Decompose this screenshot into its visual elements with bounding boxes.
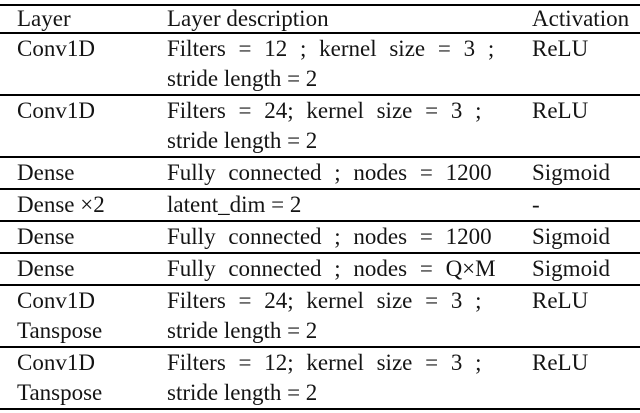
activation-value: ReLU	[532, 98, 589, 123]
layer-description-line1: Filters = 24; kernel size = 3 ;	[167, 98, 482, 123]
layer-name-line2: Tanspose	[17, 318, 103, 343]
layer-name-line2: Tanspose	[17, 380, 103, 405]
layer-description-line1: Fully connected ; nodes = 1200	[167, 160, 492, 185]
layer-description-line2: stride length = 2	[167, 380, 318, 405]
table-row: Conv1D Filters = 24; kernel size = 3 ; s…	[0, 94, 640, 156]
layer-description-line1: Filters = 12 ; kernel size = 3 ;	[167, 36, 495, 61]
layer-name: Conv1D	[17, 288, 95, 313]
layer-description-line1: Fully connected ; nodes = Q×M	[167, 256, 496, 281]
layer-description-line1: latent_dim = 2	[167, 192, 302, 217]
table-row: Conv1D Filters = 12 ; kernel size = 3 ; …	[0, 32, 640, 94]
layers-table: Layer Layer description Activation Conv1…	[0, 4, 640, 410]
layer-name: Dense	[17, 256, 75, 281]
layer-description-line1: Fully connected ; nodes = 1200	[167, 224, 492, 249]
activation-value: ReLU	[532, 350, 589, 375]
layer-name: Conv1D	[17, 98, 95, 123]
table-row: Conv1D Tanspose Filters = 24; kernel siz…	[0, 284, 640, 346]
layer-description-line2: stride length = 2	[167, 128, 318, 153]
table-row: Dense Fully connected ; nodes = 1200 Sig…	[0, 156, 640, 188]
table-bottom-rule	[0, 408, 640, 410]
table-row: Conv1D Tanspose Filters = 12; kernel siz…	[0, 346, 640, 408]
table-row: Dense Fully connected ; nodes = 1200 Sig…	[0, 220, 640, 252]
activation-value: -	[532, 192, 540, 217]
activation-value: Sigmoid	[532, 256, 610, 281]
layer-description-line2: stride length = 2	[167, 66, 318, 91]
layer-name: Dense ×2	[17, 192, 105, 217]
layer-name: Dense	[17, 160, 75, 185]
activation-value: ReLU	[532, 36, 589, 61]
layer-description-line2: stride length = 2	[167, 318, 318, 343]
activation-value: Sigmoid	[532, 224, 610, 249]
layer-name: Conv1D	[17, 36, 95, 61]
activation-value: Sigmoid	[532, 160, 610, 185]
layer-name: Conv1D	[17, 350, 95, 375]
table-row: Dense Fully connected ; nodes = Q×M Sigm…	[0, 252, 640, 284]
header-activation: Activation	[532, 6, 630, 31]
header-layer-description: Layer description	[167, 6, 329, 31]
layer-description-line1: Filters = 12; kernel size = 3 ;	[167, 350, 482, 375]
header-layer: Layer	[17, 6, 71, 31]
table-header-row: Layer Layer description Activation	[0, 4, 640, 32]
layer-description-line1: Filters = 24; kernel size = 3 ;	[167, 288, 482, 313]
table-row: Dense ×2 latent_dim = 2 -	[0, 188, 640, 220]
layer-name: Dense	[17, 224, 75, 249]
activation-value: ReLU	[532, 288, 589, 313]
